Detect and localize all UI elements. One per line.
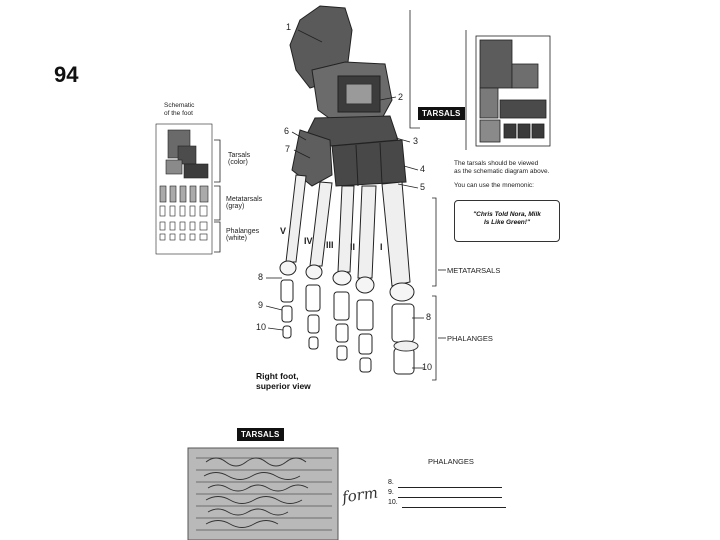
phalanges-item-10[interactable]: 10. [388,498,506,508]
mnemonic-text: "Chris Told Nora, Milk Is Like Green!" [455,211,559,227]
mnemonic-box: "Chris Told Nora, Milk Is Like Green!" [454,200,560,242]
note-line-3: You can use the mnemonic: [454,182,549,190]
callout-3: 3 [413,136,418,146]
note-line-2: as the schematic diagram above. [454,168,549,176]
tarsals-label: TARSALS [418,107,465,120]
callout-8-right: 8 [426,312,431,322]
tarsals-label-text: Tarsals [228,152,250,159]
figure-caption: Right foot, superior view [256,371,311,391]
metatarsal-numeral-iv: IV [304,236,313,246]
phalanges-item-9[interactable]: 9. [388,488,506,498]
phalanges-answer-lines: 8. 9. 10. [388,478,506,508]
tarsal-schematic-right [476,36,550,146]
tarsal-note: The tarsals should be viewed as the sche… [454,160,549,190]
schematic-title: Schematic of the foot [164,102,194,118]
metatarsal-numeral-ii: II [350,242,355,252]
callout-5: 5 [420,182,425,192]
schematic-tarsals-label: Tarsals (color) [228,152,250,166]
metatarsal-numeral-v: V [280,226,286,236]
callout-10-right: 10 [422,362,432,372]
schematic-metatarsals-label: Metatarsals (gray) [226,196,262,210]
callout-8-left: 8 [258,272,263,282]
tarsals-label-color: (color) [228,159,250,166]
callout-10-left: 10 [256,322,266,332]
phalanges-label: PHALANGES [447,334,493,343]
foot-schematic-left [156,124,212,254]
callout-9-left: 9 [258,300,263,310]
metatarsals-label: METATARSALS [447,266,500,275]
mnemonic-line-2: Is Like Green!" [455,219,559,227]
callout-6: 6 [284,126,289,136]
schematic-title-line1: Schematic [164,102,194,110]
callout-4: 4 [420,164,425,174]
phalanges-item-10-number: 10. [388,499,398,506]
note-line-1: The tarsals should be viewed [454,160,549,168]
phalanges-item-8[interactable]: 8. [388,478,506,488]
phalanges-item-9-number: 9. [388,489,394,496]
phalanges-item-8-number: 8. [388,479,394,486]
metatarsals-label-color: (gray) [226,203,262,210]
answer-line-8[interactable] [398,480,502,488]
metatarsal-numeral-iii: III [326,240,334,250]
callout-1: 1 [286,22,291,32]
answer-line-10[interactable] [402,500,506,508]
callout-7: 7 [285,144,290,154]
cuneiform-bones [332,140,406,186]
figure-caption-line2: superior view [256,381,311,391]
answer-line-9[interactable] [398,490,502,498]
talus-inner [346,84,372,104]
worksheet-tarsals-header: TARSALS [237,428,284,441]
metatarsal-numeral-i: I [380,242,383,252]
worksheet-phalanges-header: PHALANGES [428,457,474,466]
schematic-title-line2: of the foot [164,110,194,118]
schematic-phalanges-label: Phalanges (white) [226,228,259,242]
mnemonic-line-1: "Chris Told Nora, Milk [455,211,559,219]
tarsals-worksheet-box [188,448,338,540]
callout-2: 2 [398,92,403,102]
phalanges-label-color: (white) [226,235,259,242]
figure-caption-line1: Right foot, [256,371,311,381]
phalanges-label-text: Phalanges [226,228,259,235]
metatarsal-bones [286,175,410,286]
metatarsals-label-text: Metatarsals [226,196,262,203]
